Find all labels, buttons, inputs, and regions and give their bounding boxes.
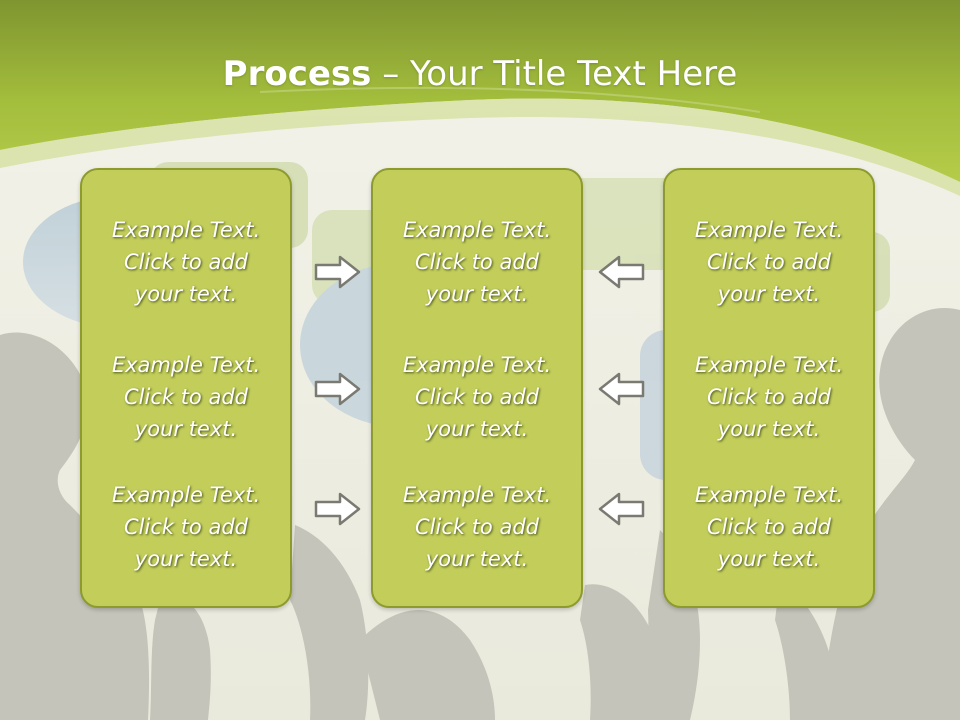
text-line: your text.: [717, 282, 821, 306]
box-text-block[interactable]: Example Text. Click to add your text.: [373, 214, 581, 310]
text-line: your text.: [425, 417, 529, 441]
text-line: Example Text.: [694, 218, 844, 242]
people-silhouettes: [0, 308, 960, 720]
text-line: your text.: [134, 417, 238, 441]
box-text-block[interactable]: Example Text. Click to add your text.: [665, 214, 873, 310]
text-line: your text.: [134, 547, 238, 571]
process-box-left[interactable]: Example Text. Click to add your text. Ex…: [80, 168, 292, 608]
title-separator: –: [371, 54, 411, 94]
arrow-right-icon: [314, 492, 361, 526]
text-line: Example Text.: [111, 483, 261, 507]
arrow-left-icon: [598, 372, 645, 406]
box-text-block[interactable]: Example Text. Click to add your text.: [665, 349, 873, 445]
arrow-left-icon: [598, 255, 645, 289]
box-text-block[interactable]: Example Text. Click to add your text.: [665, 479, 873, 575]
box-text-block[interactable]: Example Text. Click to add your text.: [373, 479, 581, 575]
text-line: Click to add: [123, 515, 248, 539]
text-line: your text.: [425, 282, 529, 306]
title-rest: Your Title Text Here: [410, 54, 738, 94]
text-line: Click to add: [414, 515, 539, 539]
text-line: Click to add: [706, 250, 831, 274]
header-swoosh: [0, 98, 960, 196]
text-line: Click to add: [414, 385, 539, 409]
text-line: Click to add: [706, 515, 831, 539]
process-box-right[interactable]: Example Text. Click to add your text. Ex…: [663, 168, 875, 608]
text-line: Click to add: [706, 385, 831, 409]
arrow-left-icon: [598, 492, 645, 526]
box-text-block[interactable]: Example Text. Click to add your text.: [82, 214, 290, 310]
arrow-right-icon: [314, 372, 361, 406]
text-line: Click to add: [123, 385, 248, 409]
text-line: Example Text.: [402, 483, 552, 507]
arrow-right-icon: [314, 255, 361, 289]
text-line: your text.: [134, 282, 238, 306]
box-text-block[interactable]: Example Text. Click to add your text.: [373, 349, 581, 445]
header-band: [0, 0, 960, 182]
text-line: Example Text.: [111, 218, 261, 242]
text-line: Example Text.: [694, 353, 844, 377]
text-line: your text.: [425, 547, 529, 571]
text-line: Click to add: [123, 250, 248, 274]
text-line: your text.: [717, 417, 821, 441]
text-line: Example Text.: [402, 218, 552, 242]
box-text-block[interactable]: Example Text. Click to add your text.: [82, 479, 290, 575]
process-box-center[interactable]: Example Text. Click to add your text. Ex…: [371, 168, 583, 608]
text-line: Click to add: [414, 250, 539, 274]
slide-title[interactable]: Process – Your Title Text Here: [0, 52, 960, 96]
title-bold-part: Process: [222, 54, 372, 94]
box-text-block[interactable]: Example Text. Click to add your text.: [82, 349, 290, 445]
text-line: Example Text.: [111, 353, 261, 377]
text-line: Example Text.: [694, 483, 844, 507]
text-line: your text.: [717, 547, 821, 571]
text-line: Example Text.: [402, 353, 552, 377]
